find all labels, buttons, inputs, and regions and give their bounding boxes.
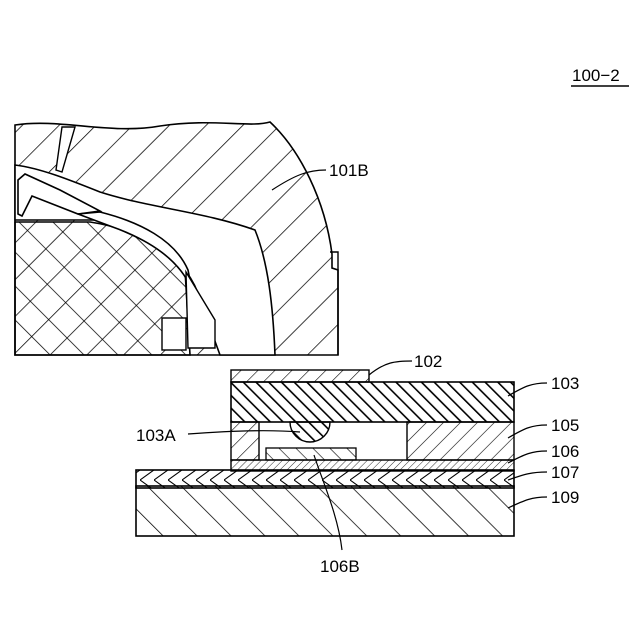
label-105: 105 — [551, 416, 579, 435]
layer-105-left — [231, 422, 259, 460]
layer-106 — [231, 460, 514, 471]
label-103: 103 — [551, 374, 579, 393]
label-106B: 106B — [320, 557, 360, 576]
layer-105-right — [407, 422, 514, 460]
layer-102 — [231, 370, 369, 382]
label-102: 102 — [414, 352, 442, 371]
label-106: 106 — [551, 442, 579, 461]
label-103A: 103A — [136, 426, 176, 445]
figure-id: 100−2 — [572, 66, 620, 85]
label-109: 109 — [551, 488, 579, 507]
label-107: 107 — [551, 463, 579, 482]
layer-109 — [136, 486, 514, 536]
housing-101B — [15, 122, 338, 355]
layer-stack — [136, 370, 514, 536]
leader-102 — [369, 361, 412, 375]
pad-106B — [266, 448, 356, 460]
layer-103 — [231, 382, 514, 422]
label-101B: 101B — [329, 161, 369, 180]
